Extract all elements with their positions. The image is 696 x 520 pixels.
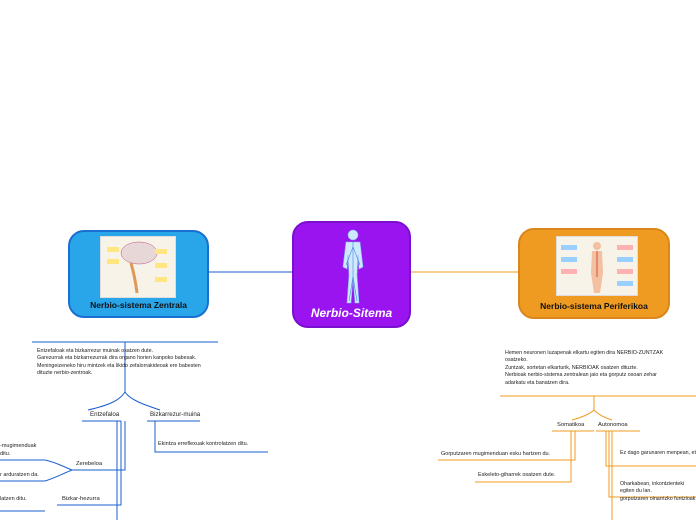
central-topic[interactable]: Nerbio-Sitema xyxy=(292,221,411,328)
topic-periferikoa[interactable]: Nerbio-sistema Periferikoa xyxy=(518,228,670,319)
human-body-icon xyxy=(342,229,364,304)
autonomo-note-2: Oharkabean, inkontzienteki egiten du lan… xyxy=(620,481,696,502)
periferikoa-note: Hemen neuronen luzapenak elkartu egiten … xyxy=(505,350,664,386)
somatiko-note-1: Gorputzaren mugimenduan esku hartzen du. xyxy=(441,451,551,457)
branch-somatikoa[interactable]: Somatikoa xyxy=(557,422,585,428)
branch-autonomoa[interactable]: Autonomoa xyxy=(598,422,628,428)
topic-zentrala-title: Nerbio-sistema Zentrala xyxy=(90,300,187,310)
central-title: Nerbio-Sitema xyxy=(310,306,393,320)
cut-text-1: -mugimenduak xyxy=(0,443,37,449)
cut-text-3: r arduratzen da. xyxy=(0,472,39,478)
nervous-system-diagram-image xyxy=(556,236,638,296)
cut-text-4: latzen ditu. xyxy=(0,496,27,502)
sub-branch-bizkar-hezurra[interactable]: Bizkar-hezurra xyxy=(62,496,100,502)
sub-branch-zerebeloa[interactable]: Zerebeloa xyxy=(76,461,103,467)
branch-entzefaloa[interactable]: Entzefaloa xyxy=(90,411,120,418)
brain-diagram-image xyxy=(100,236,176,298)
cut-text-2: ditu. xyxy=(0,451,11,457)
autonomo-note-1: Ez dago garunaren menpean, eta kontzient… xyxy=(620,450,696,456)
bizkarrezur-note: Ekintza erreflexuak kontrolatzen ditu. xyxy=(158,441,249,447)
topic-periferikoa-title: Nerbio-sistema Periferikoa xyxy=(540,301,648,311)
somatiko-note-2: Eskeleto-giharrek osatzen dute. xyxy=(478,472,556,478)
branch-bizkarrezur-muina[interactable]: Bizkarrezur-muina xyxy=(150,411,201,418)
topic-zentrala[interactable]: Nerbio-sistema Zentrala xyxy=(68,230,209,318)
zentrala-note: Entzefaloak eta bizkarrezur muinak osatz… xyxy=(37,348,201,377)
